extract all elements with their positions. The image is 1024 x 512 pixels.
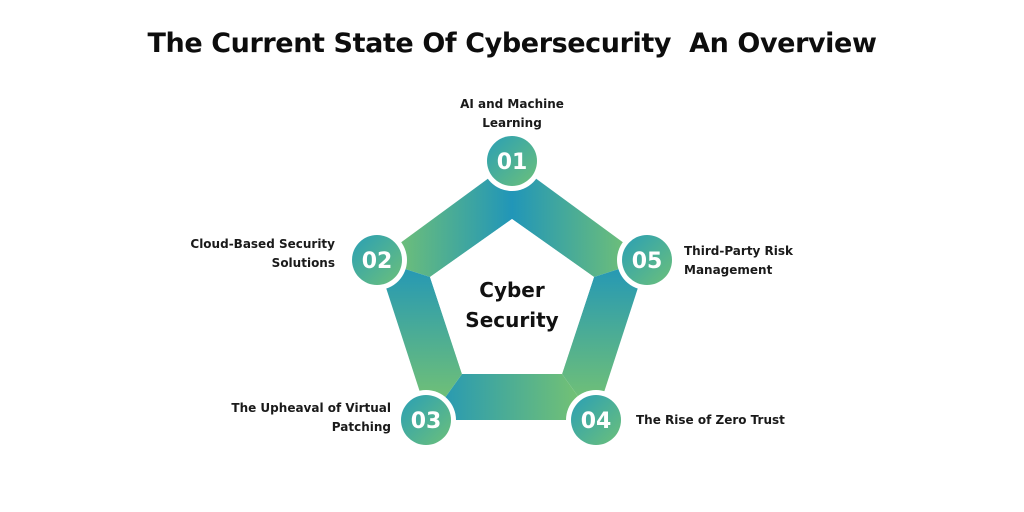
node-badge-02: 02 [347,230,407,290]
node-label-03-line-2: Patching [331,420,391,434]
node-label-05-line-1: Third-Party Risk [684,244,794,258]
node-number-04: 04 [581,409,612,434]
pentagon-band-bottom [429,374,595,420]
node-label-04-line-1: The Rise of Zero Trust [636,413,785,427]
node-number-01: 01 [497,150,528,175]
diagram-title: The Current State Of Cybersecurity An Ov… [147,28,877,59]
node-label-01: AI and Machine Learning [412,95,612,133]
node-badge-01: 01 [482,131,542,191]
node-number-02: 02 [362,249,393,274]
node-label-02: Cloud-Based Security Solutions [140,235,335,273]
node-badge-03: 03 [396,390,456,450]
node-label-03: The Upheaval of Virtual Patching [185,399,391,437]
node-label-05: Third-Party Risk Management [684,242,884,280]
pentagon-center [430,219,594,374]
center-label-line-1: Cyber [479,278,545,302]
node-number-05: 05 [632,249,663,274]
pentagon-band-top-left [377,161,512,277]
node-number-03: 03 [411,409,442,434]
node-label-04: The Rise of Zero Trust [636,411,836,430]
node-label-05-line-2: Management [684,263,773,277]
node-label-03-line-1: The Upheaval of Virtual [231,401,391,415]
pentagon-band-top-right [512,161,647,277]
center-label-line-2: Security [465,308,558,332]
pentagon-band-left [377,260,462,420]
pentagon-band-right [562,260,647,420]
node-label-02-line-2: Solutions [271,256,335,270]
node-label-02-line-1: Cloud-Based Security [190,237,335,251]
node-label-01-line-1: AI and Machine [460,97,564,111]
node-label-01-line-2: Learning [482,116,542,130]
node-badge-05: 05 [617,230,677,290]
node-badge-04: 04 [566,390,626,450]
